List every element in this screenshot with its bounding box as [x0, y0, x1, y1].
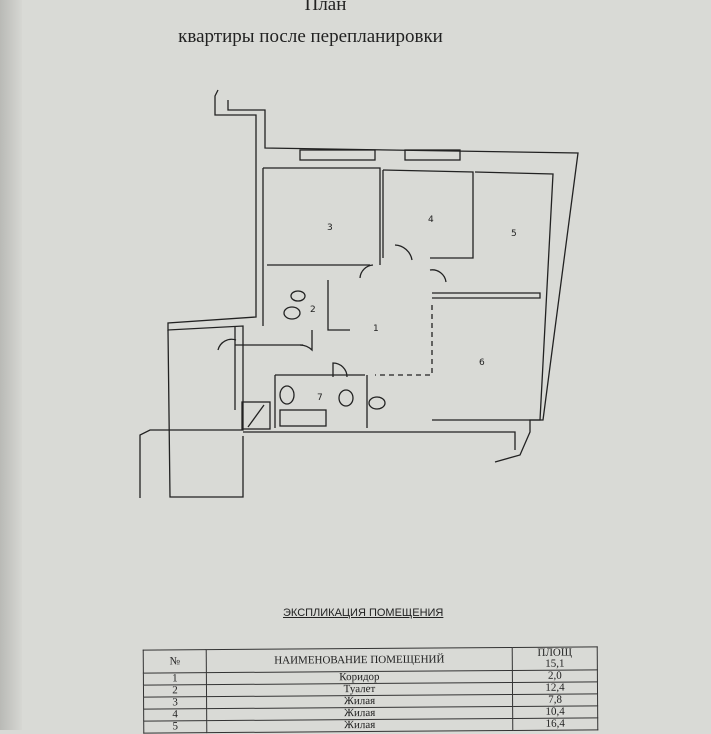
- room-label-1: 1: [373, 324, 379, 334]
- plan-title: План: [304, 0, 347, 15]
- room-label-6: 6: [479, 358, 485, 368]
- room-label-4: 4: [428, 215, 434, 225]
- outer-walls: [139, 89, 579, 498]
- room-label-3: 3: [327, 223, 333, 233]
- floor-plan: 1 2 3 4 5 6 7: [139, 89, 579, 498]
- room-label-2: 2: [310, 305, 316, 315]
- col-name: НАИМЕНОВАНИЕ ПОМЕЩЕНИЙ: [206, 647, 513, 673]
- room-label-5: 5: [511, 229, 517, 239]
- page-edge-shadow: [0, 0, 22, 730]
- col-number: №: [143, 649, 207, 674]
- explication-title: ЭКСПЛИКАЦИЯ ПОМЕЩЕНИЯ: [283, 607, 444, 619]
- room-label-7: 7: [317, 393, 323, 403]
- plan-subtitle: квартиры после перепланировки: [178, 26, 443, 47]
